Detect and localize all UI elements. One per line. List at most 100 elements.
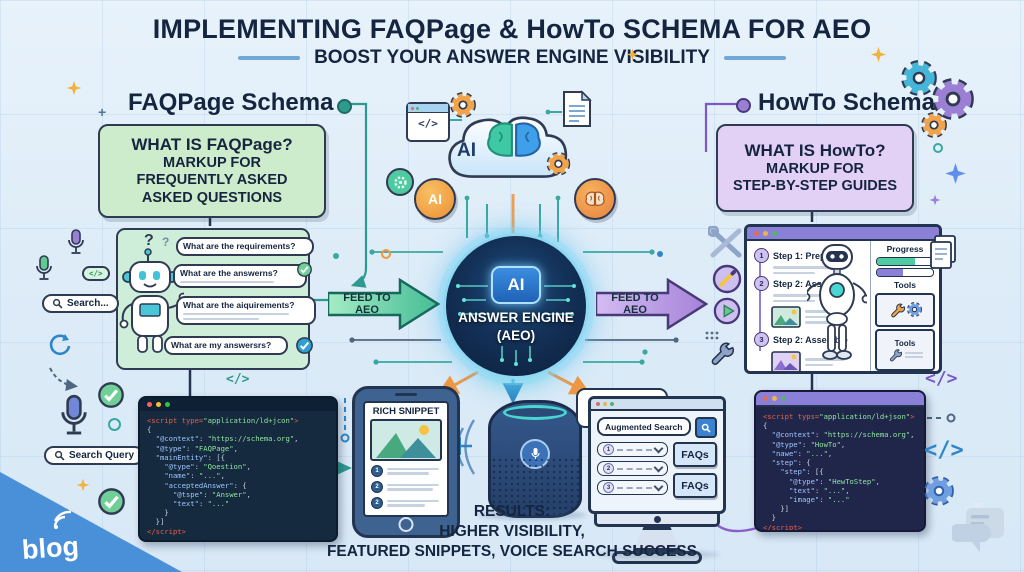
code-line: <script type="application/ld+jcon"> xyxy=(147,416,299,425)
feed-arrow-left: FEED TO AEO xyxy=(326,276,441,332)
faqpage-info-line: ASKED QUESTIONS xyxy=(141,189,283,206)
traffic-dot-yellow xyxy=(603,402,607,406)
play-circle-icon xyxy=(713,297,741,325)
howto-info-line: STEP-BY-STEP GUIDES xyxy=(732,178,898,195)
chevron-down-icon xyxy=(653,443,664,453)
code-icon: </> xyxy=(226,372,250,387)
engine-name: ANSWER ENGINE xyxy=(458,310,574,325)
search-result-row[interactable]: 2 xyxy=(597,461,668,476)
steps-list: 1 Step 1: Prep 2 Step 2: Assemble 3 Step… xyxy=(747,241,870,371)
code-line: <script typs="application/ld+json"> xyxy=(763,412,915,421)
monitor-camera-dot xyxy=(653,515,661,523)
search-result-row[interactable]: 3 xyxy=(597,480,668,495)
code-line: </script> xyxy=(763,522,802,532)
tools-box: Tools xyxy=(875,329,935,371)
howto-code: <script typs="application/ld+json">{ "@c… xyxy=(756,407,924,532)
step-image-row xyxy=(771,351,866,371)
ring-dot xyxy=(108,418,121,431)
howto-info-box: WHAT IS HowTo? MARKUP FOR STEP-BY-STEP G… xyxy=(716,124,914,212)
ai-badge: AI xyxy=(414,178,456,220)
snippet-image xyxy=(370,419,442,461)
augmented-search-input[interactable]: Augmented Search xyxy=(597,417,691,436)
faqpage-heading: FAQPage Schema xyxy=(128,89,334,116)
monitor-screen: Augmented Search 1 2 3 FAQs FAQs xyxy=(588,396,726,514)
rich-snippet-title: RICH SNIPPET xyxy=(372,406,440,417)
gear-icon xyxy=(906,302,922,317)
howto-robot xyxy=(807,244,867,360)
cloud-ai-label: AI xyxy=(457,140,476,161)
search-pill[interactable]: Search... xyxy=(42,294,119,313)
search-icon xyxy=(54,450,65,461)
ai-chip: AI xyxy=(491,266,541,304)
faq-chat-bubble: What are my answersrs? xyxy=(164,336,288,356)
smart-speaker xyxy=(488,400,582,518)
code-tag-pill: </> xyxy=(82,266,110,281)
blog-logo: blog xyxy=(20,531,80,565)
step-image-row xyxy=(771,306,866,328)
code-line: "text": "..." xyxy=(172,498,230,508)
ai-cloud: AI xyxy=(440,106,588,190)
check-icon xyxy=(296,337,313,354)
code-line: { xyxy=(147,425,152,435)
page-title: IMPLEMENTING FAQPage & HowTo SCHEMA FOR … xyxy=(152,14,872,44)
phone-home-button xyxy=(398,517,414,532)
traffic-dot-green xyxy=(772,230,777,236)
faqpage-info-box: WHAT IS FAQPage? MARKUP FOR FREQUENTLY A… xyxy=(98,124,326,218)
step-item: 2 Step 2: Assemble xyxy=(754,276,866,291)
code-line: "step": { xyxy=(771,458,811,468)
progress-bar xyxy=(876,256,934,266)
crossed-tools-icon xyxy=(708,226,742,258)
progress-label: Progress xyxy=(886,244,924,254)
chevron-down-icon xyxy=(653,462,664,472)
faqpage-info-title: WHAT IS FAQPage? xyxy=(131,135,293,155)
code-line: "@context": "https://schema.org", xyxy=(771,430,915,440)
subtitle-line-left xyxy=(238,56,301,60)
code-line: "text": "...", xyxy=(788,485,850,495)
tools-box xyxy=(875,292,935,327)
search-result-row[interactable]: 1 xyxy=(597,442,668,457)
wrench-icon xyxy=(889,348,902,361)
traffic-dot-red xyxy=(596,402,600,406)
snippet-row: 2 xyxy=(371,481,441,493)
traffic-dot-green xyxy=(781,396,786,401)
microphone-icon xyxy=(36,255,52,280)
search-button[interactable] xyxy=(695,417,717,438)
search-icon xyxy=(701,423,711,433)
sparkle-icon xyxy=(870,46,887,63)
chevron-down-icon xyxy=(653,481,664,491)
code-line: "@context": "https://schema.org", xyxy=(155,434,299,444)
feed-arrow-label: FEED TO AEO xyxy=(611,292,659,316)
progress-bar xyxy=(876,268,934,277)
howto-steps-window: 1 Step 1: Prep 2 Step 2: Assemble 3 Step… xyxy=(744,224,942,374)
howto-connector-dot xyxy=(736,98,751,113)
code-line: } xyxy=(147,508,169,518)
sparkle-icon xyxy=(929,194,941,206)
faq-robot xyxy=(119,248,184,353)
code-icon: </> xyxy=(925,368,958,389)
engine-abbr: (AEO) xyxy=(496,328,536,343)
faq-chat-bubble: What are the requirements? xyxy=(176,237,314,257)
results-text: RESULTS: HIGHER VISIBILITY, FEATURED SNI… xyxy=(252,502,772,562)
brain-badge xyxy=(574,178,616,220)
answer-engine-circle: AI ANSWER ENGINE (AEO) xyxy=(443,233,589,379)
monitor-mockup: Augmented Search 1 2 3 FAQs FAQs xyxy=(588,396,726,564)
faqs-badge[interactable]: FAQs xyxy=(673,442,717,467)
steps-sidebar: Progress Tools Tools xyxy=(870,241,939,371)
faqs-badge[interactable]: FAQs xyxy=(673,473,717,498)
pencil-circle-icon xyxy=(712,264,742,294)
howto-heading: HowTo Schema xyxy=(758,89,935,116)
faqpage-info-line: MARKUP FOR xyxy=(162,155,261,172)
faqpage-connector-dot xyxy=(337,99,352,114)
monitor-chin xyxy=(594,514,720,527)
gear-icon xyxy=(546,152,571,176)
wrench-icon xyxy=(711,342,734,365)
search-query-pill[interactable]: Search Query xyxy=(44,446,145,465)
code-line: "nawe": "...", xyxy=(771,448,833,458)
browser-code-icon: </> xyxy=(406,102,450,142)
wrench-icon xyxy=(890,303,905,317)
code-line: </script> xyxy=(147,526,186,536)
image-thumbnail xyxy=(771,306,801,328)
tools-label: Tools xyxy=(893,280,917,290)
faqpage-code: <script type="application/ld+jcon">{ "@c… xyxy=(140,411,336,540)
